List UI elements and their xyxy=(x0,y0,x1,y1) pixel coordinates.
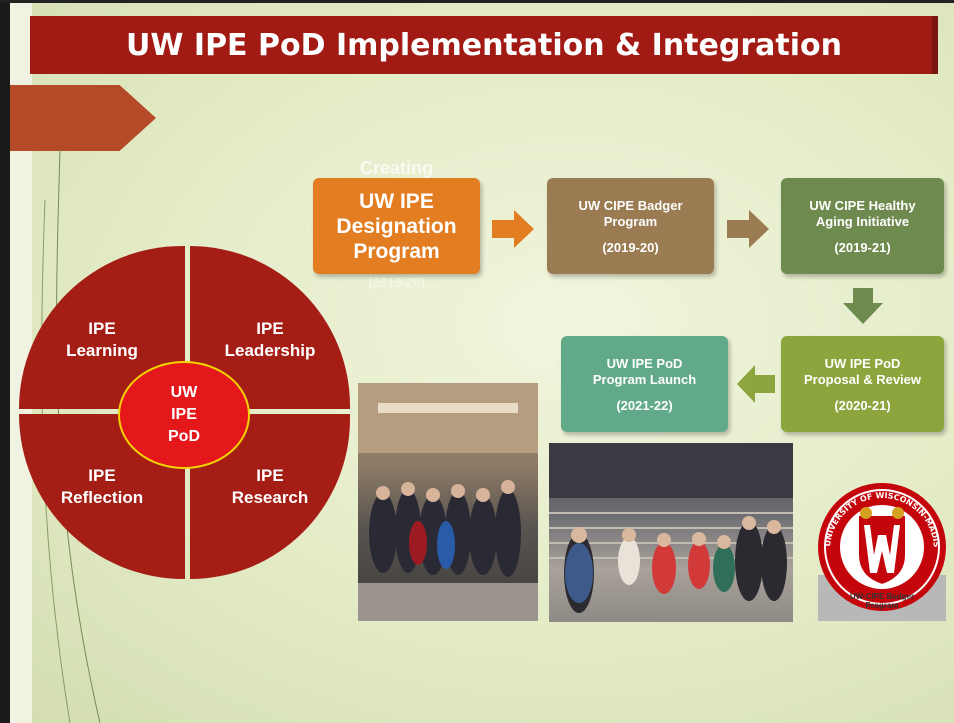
center-line: IPE xyxy=(171,406,197,423)
left-border xyxy=(0,0,10,723)
box-badger-program: UW CIPE Badger Program (2019-20) xyxy=(547,178,714,274)
seal-label-line: Program xyxy=(865,601,899,610)
quadrant-line: Reflection xyxy=(60,487,144,507)
badger-program-seal-icon: UNIVERSITY OF WISCONSIN-MADISON xyxy=(814,455,946,621)
box-line: UW IPE PoD xyxy=(606,355,683,371)
seal-label: UW-CIPE Badger Program xyxy=(822,592,942,610)
box-designation-program: UW IPE Designation Program xyxy=(313,178,480,274)
box-line: Aging Initiative xyxy=(815,213,910,229)
creating-year: (2019-20) xyxy=(368,275,425,290)
quadrant-label: IPE Leadership xyxy=(225,318,316,362)
box-year: (2021-22) xyxy=(616,397,673,413)
group-photo-hallway-art xyxy=(358,383,538,621)
box-line: Program Launch xyxy=(592,371,697,387)
quadrant-line: IPE xyxy=(256,318,284,338)
arrow-right-icon xyxy=(727,210,769,248)
box-year: (2019-20) xyxy=(602,239,659,255)
group-photo-stairs-art xyxy=(549,443,793,613)
center-circle: UW IPE PoD xyxy=(118,361,250,469)
center-line: UW xyxy=(170,384,198,401)
slide-title-text: UW IPE PoD Implementation & Integration xyxy=(126,27,842,63)
arrow-left-icon xyxy=(737,365,775,403)
box-line: Program xyxy=(603,213,658,229)
box-program-launch: UW IPE PoD Program Launch (2021-22) xyxy=(561,336,728,432)
slide-title: UW IPE PoD Implementation & Integration xyxy=(30,16,938,74)
box-line: UW IPE xyxy=(359,189,434,213)
quadrant-line: IPE xyxy=(88,465,116,485)
group-photo-hallway xyxy=(358,383,538,621)
box-year: (2019-21) xyxy=(834,239,891,255)
box-proposal-review: UW IPE PoD Proposal & Review (2020-21) xyxy=(781,336,944,432)
left-panel xyxy=(10,3,32,723)
box-line: Proposal & Review xyxy=(803,371,922,387)
quadrant-label: IPE Reflection xyxy=(61,465,143,509)
box-line: UW CIPE Healthy xyxy=(809,197,916,213)
center-line: PoD xyxy=(168,428,200,445)
box-line: Program xyxy=(353,239,440,263)
top-border xyxy=(0,0,954,3)
creating-label: Creating xyxy=(359,158,433,178)
arrow-right-icon xyxy=(492,210,534,248)
box-line: Designation xyxy=(336,214,457,238)
box-year: (2020-21) xyxy=(834,397,891,413)
quadrant-line: IPE xyxy=(256,465,284,485)
arrow-down-icon xyxy=(843,288,883,324)
seal-label-line: UW-CIPE Badger xyxy=(849,592,915,601)
quadrant-line: IPE xyxy=(88,318,116,338)
box-healthy-aging: UW CIPE Healthy Aging Initiative (2019-2… xyxy=(781,178,944,274)
quadrant-label: IPE Research xyxy=(232,465,309,509)
quadrant-line: Research xyxy=(231,487,309,507)
quadrant-line: Learning xyxy=(66,340,138,360)
box-line: UW IPE PoD xyxy=(824,355,901,371)
quadrant-line: Leadership xyxy=(224,340,316,360)
box-line: UW CIPE Badger xyxy=(578,197,683,213)
quadrant-label: IPE Learning xyxy=(66,318,138,362)
group-photo-stairs xyxy=(549,443,793,622)
